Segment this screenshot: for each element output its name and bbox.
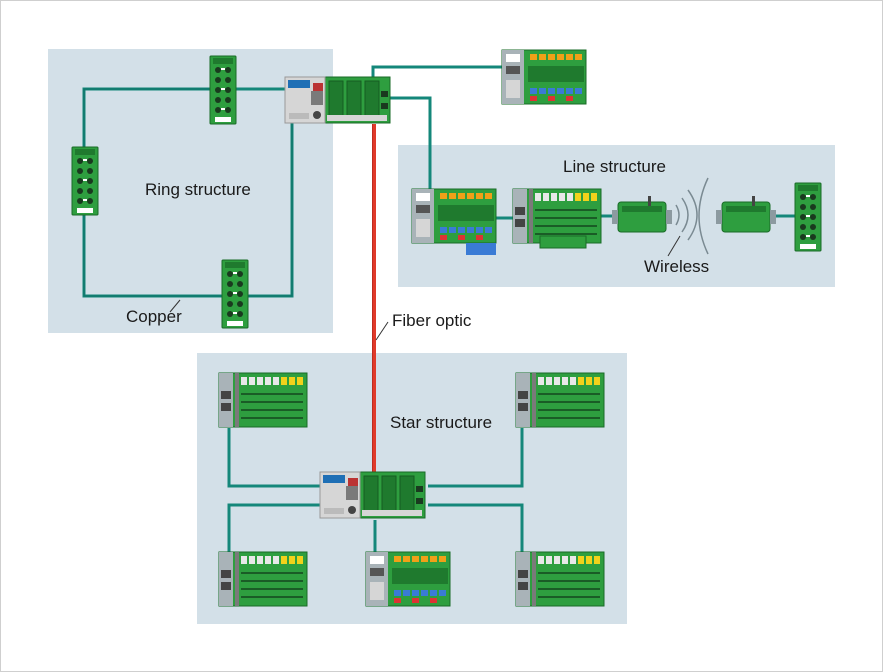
fiber-leader-line — [375, 321, 389, 341]
star-controller-block — [365, 551, 451, 607]
ring-managed-switch — [284, 76, 391, 124]
ring-io-module-top — [209, 55, 237, 125]
star-cable-top-left — [227, 428, 320, 488]
star-io-terminal-top-right — [515, 372, 605, 428]
fiber-optic-label: Fiber optic — [392, 311, 472, 330]
star-cable-bottom-left — [227, 503, 320, 552]
star-cable-top-right — [428, 428, 524, 488]
copper-label: Copper — [126, 307, 182, 326]
line-structure-label: Line structure — [563, 157, 666, 176]
wireless-label: Wireless — [644, 257, 709, 276]
ring-structure-label: Ring structure — [145, 180, 251, 199]
star-io-terminal-top-left — [218, 372, 308, 428]
star-io-terminal-bottom-right — [515, 551, 605, 607]
line-io-module-right — [794, 182, 822, 252]
ring-io-module-left — [71, 146, 99, 216]
copper-leader-line — [169, 299, 181, 313]
ring-io-module-bottom — [221, 259, 249, 329]
line-controller-block — [411, 188, 497, 244]
top-controller-cable — [371, 65, 502, 78]
star-cable-bottom-right — [428, 503, 524, 552]
star-structure-label: Star structure — [390, 413, 492, 432]
line-io-terminal-block — [512, 188, 602, 244]
star-io-terminal-bottom-left — [218, 551, 308, 607]
top-controller-block — [501, 49, 587, 105]
wireless-waves-icon — [675, 177, 709, 255]
line-controller-connectors — [466, 243, 496, 255]
line-feed-cable — [390, 96, 432, 190]
star-managed-switch — [319, 471, 426, 519]
